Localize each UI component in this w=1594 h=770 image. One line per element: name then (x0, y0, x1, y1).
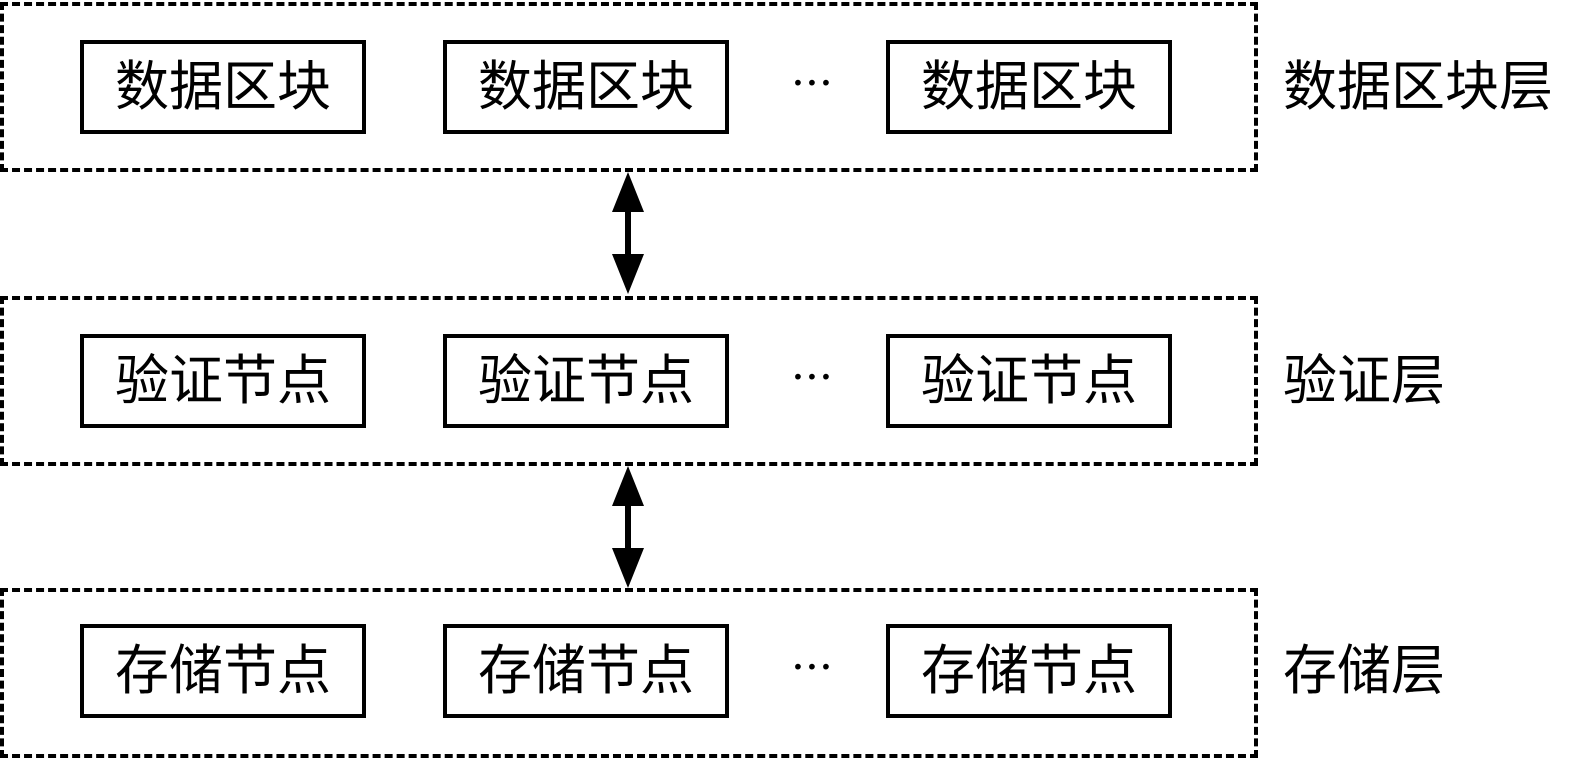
data-block-node-3: 数据区块 (886, 40, 1172, 134)
data-block-ellipsis: ··· (791, 58, 833, 109)
data-block-layer-frame (0, 2, 1258, 172)
storage-node-2: 存储节点 (443, 624, 729, 718)
verification-node-2: 验证节点 (443, 334, 729, 428)
arrowhead-down-icon (612, 548, 644, 588)
verification-layer-frame (0, 296, 1258, 466)
connector-verification-to-storage (612, 466, 644, 588)
verification-node-1: 验证节点 (80, 334, 366, 428)
verification-layer-label: 验证层 (1283, 349, 1445, 412)
storage-node-1: 存储节点 (80, 624, 366, 718)
storage-node-3: 存储节点 (886, 624, 1172, 718)
data-block-node-2: 数据区块 (443, 40, 729, 134)
connector-data-to-verification (612, 172, 644, 294)
storage-ellipsis: ··· (791, 642, 833, 693)
arrowhead-up-icon (612, 172, 644, 212)
storage-layer-frame (0, 588, 1258, 758)
data-block-node-1: 数据区块 (80, 40, 366, 134)
verification-ellipsis: ··· (791, 352, 833, 403)
arrowhead-down-icon (612, 254, 644, 294)
storage-layer-label: 存储层 (1283, 639, 1445, 702)
verification-node-3: 验证节点 (886, 334, 1172, 428)
data-block-layer-label: 数据区块层 (1283, 55, 1553, 118)
arrowhead-up-icon (612, 466, 644, 506)
